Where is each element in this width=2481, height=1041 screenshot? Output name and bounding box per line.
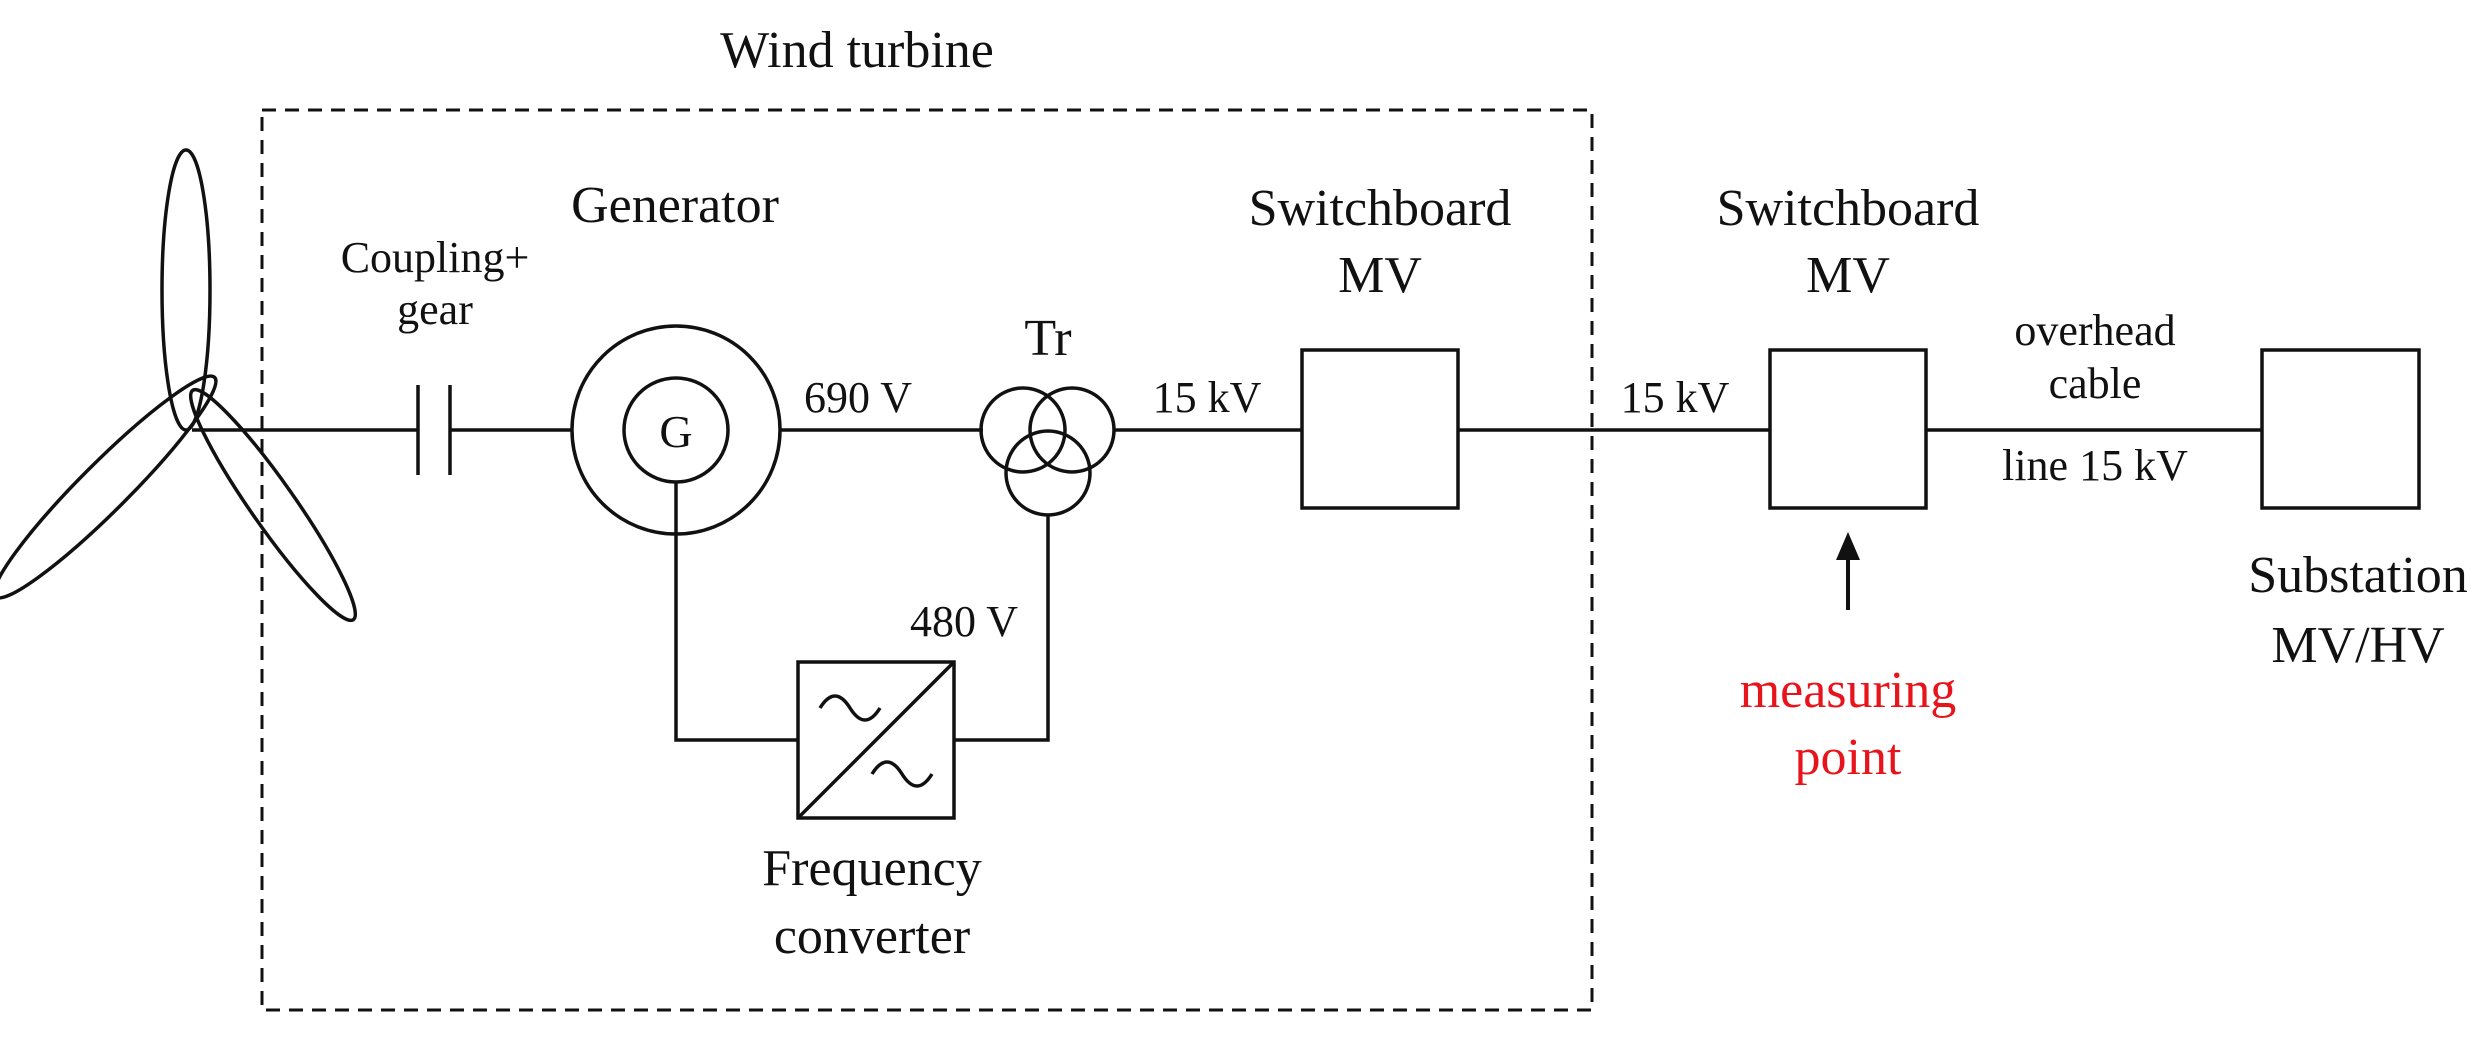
switchboard1-label-line2: MV bbox=[1338, 247, 1422, 304]
frequency-converter-label-line1: Frequency bbox=[762, 840, 981, 897]
converter-to-transformer-line bbox=[954, 515, 1050, 742]
measuring-point-arrow-icon bbox=[1836, 532, 1860, 610]
generator-label: Generator bbox=[571, 177, 779, 234]
rotor-blades-icon bbox=[0, 148, 358, 623]
generator-to-converter-line bbox=[674, 482, 798, 742]
transformer-label: Tr bbox=[1024, 310, 1071, 367]
switchboard2-label-line2: MV bbox=[1806, 247, 1890, 304]
frequency-converter-icon bbox=[796, 660, 956, 820]
switchboard1-label-line1: Switchboard bbox=[1249, 180, 1512, 237]
switchboard-mv-2 bbox=[1768, 348, 1928, 510]
voltage-480v-label: 480 V bbox=[910, 597, 1018, 646]
generator-icon bbox=[570, 324, 782, 536]
wind-turbine-title: Wind turbine bbox=[720, 22, 994, 79]
voltage-15kv-label-right: 15 kV bbox=[1621, 373, 1730, 422]
wind-turbine-boundary bbox=[260, 108, 1594, 1012]
generator-symbol-label: G bbox=[659, 406, 692, 457]
substation-label-line1: Substation bbox=[2248, 547, 2468, 604]
overhead-label-line2: cable bbox=[2049, 359, 2142, 408]
coupling-label-line2: gear bbox=[397, 285, 473, 334]
transformer-icon bbox=[979, 386, 1116, 517]
switchboard-mv-1 bbox=[1300, 348, 1460, 510]
coupling-gear-icon bbox=[416, 385, 452, 475]
overhead-label-line1: overhead bbox=[2014, 306, 2175, 355]
measuring-point-label-line2: point bbox=[1795, 729, 1902, 786]
substation-box bbox=[2260, 348, 2421, 510]
coupling-label-line1: Coupling+ bbox=[341, 233, 530, 282]
voltage-690v-label: 690 V bbox=[804, 373, 912, 422]
switchboard2-label-line1: Switchboard bbox=[1717, 180, 1980, 237]
frequency-converter-label-line2: converter bbox=[774, 908, 970, 965]
substation-label-line2: MV/HV bbox=[2271, 617, 2444, 674]
measuring-point-label-line1: measuring bbox=[1740, 662, 1957, 719]
voltage-15kv-label-left: 15 kV bbox=[1153, 373, 1262, 422]
overhead-label-line3: line 15 kV bbox=[2002, 441, 2188, 490]
